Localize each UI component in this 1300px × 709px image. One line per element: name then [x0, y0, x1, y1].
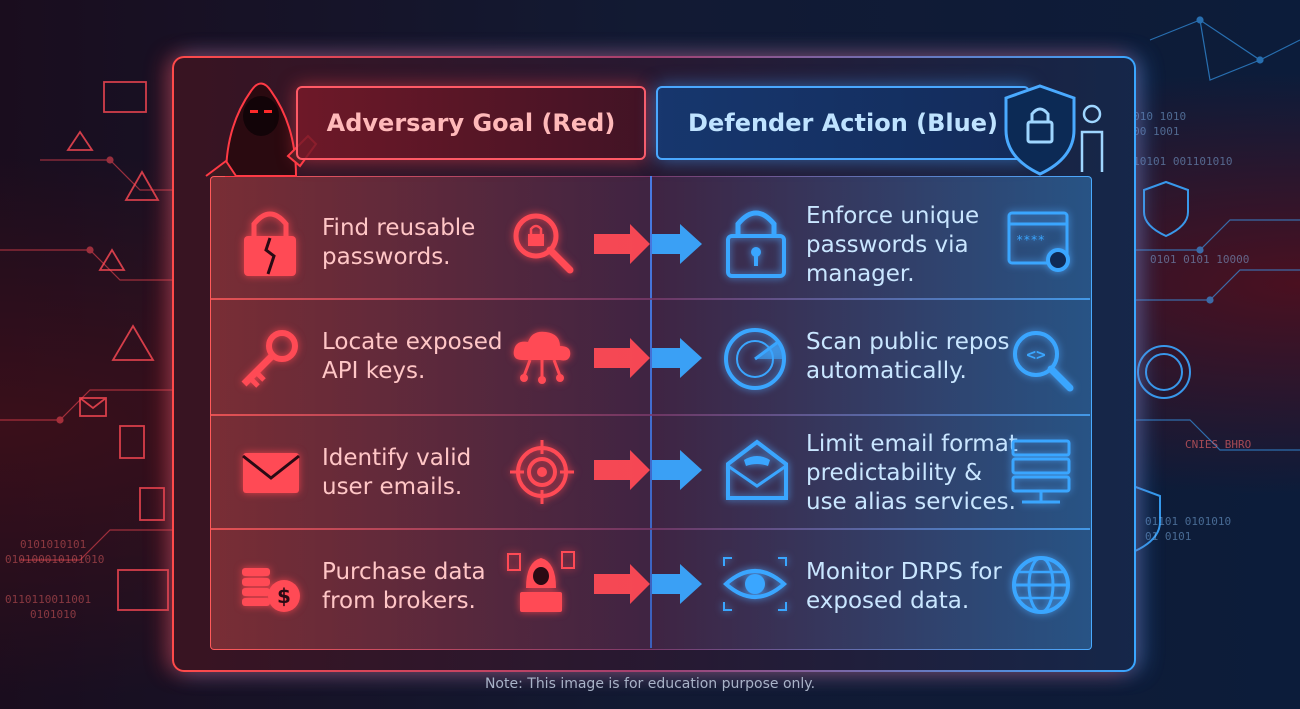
row-arrow — [594, 338, 702, 378]
column-divider — [650, 176, 652, 648]
cloud-network-icon — [513, 331, 571, 384]
disclaimer-note: Note: This image is for education purpos… — [484, 676, 816, 692]
envelope-icon — [242, 453, 300, 493]
svg-text:CNIES BHRO: CNIES BHRO — [1185, 438, 1251, 451]
padlock-icon — [726, 210, 786, 278]
adversary-header: Adversary Goal (Red) — [296, 86, 646, 160]
svg-text:0110110011001: 0110110011001 — [5, 593, 91, 606]
row-arrow — [594, 224, 702, 264]
magnifier-lock-icon — [513, 213, 574, 274]
svg-text:<>: <> — [1026, 345, 1045, 364]
svg-text:0101010: 0101010 — [30, 608, 76, 621]
svg-text:01 0101: 01 0101 — [1145, 530, 1191, 543]
svg-text:0101010101: 0101010101 — [20, 538, 86, 551]
row-arrow — [594, 450, 702, 490]
key-icon — [241, 330, 298, 388]
shield-person-icon — [1004, 84, 1104, 176]
radar-icon — [724, 328, 786, 390]
row-divider — [210, 528, 1090, 530]
svg-text:01101 0101010: 01101 0101010 — [1145, 515, 1231, 528]
svg-text:0101 0101 10000: 0101 0101 10000 — [1150, 253, 1249, 266]
coins-icon: $ — [242, 568, 300, 612]
row-arrow — [594, 564, 702, 604]
svg-text:$: $ — [277, 584, 291, 608]
code-search-icon: <> — [1013, 331, 1074, 392]
eye-icon — [723, 557, 787, 611]
hacker-laptop-icon — [507, 551, 575, 612]
row-divider — [210, 414, 1090, 416]
defender-header: Defender Action (Blue) — [656, 86, 1030, 160]
globe-icon — [1012, 556, 1070, 614]
target-icon — [510, 440, 574, 504]
svg-text:****: **** — [1016, 233, 1045, 247]
server-icon — [1011, 439, 1071, 504]
svg-text:010100010101010: 010100010101010 — [5, 553, 104, 566]
masked-envelope-icon — [726, 439, 788, 500]
row-divider — [210, 298, 1090, 300]
broken-lock-icon — [244, 211, 296, 276]
password-settings-icon: **** — [1007, 211, 1070, 272]
